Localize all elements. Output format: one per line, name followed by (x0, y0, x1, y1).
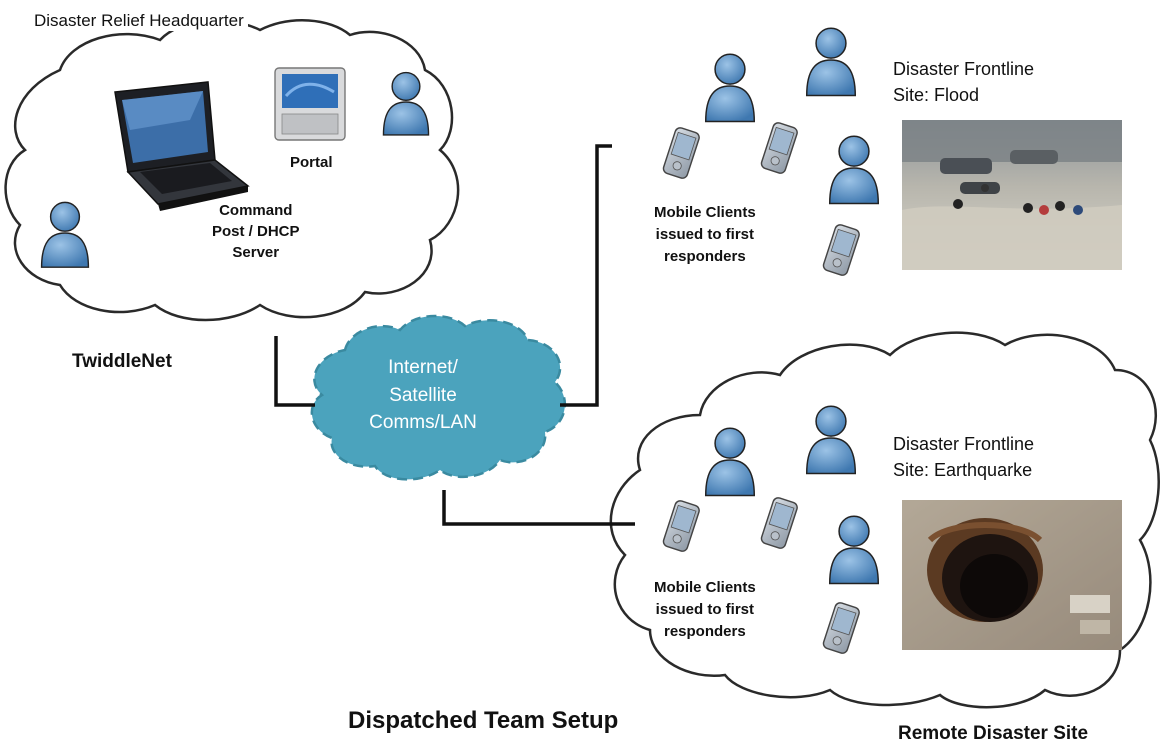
link-hq-to-internet (274, 336, 315, 407)
flood-site-title: Disaster Frontline Site: Flood (893, 56, 1034, 108)
command-post-line: Command (219, 202, 293, 219)
link-internet-to-earthquake (442, 490, 635, 526)
pda-icon (759, 120, 800, 176)
pda-icon (821, 222, 862, 278)
mobile-line: issued to first (655, 225, 755, 243)
command-post-line: Server (232, 244, 280, 261)
person-icon (828, 135, 880, 205)
portal-tablet-icon (274, 67, 346, 141)
mobile-line: Mobile Clients (654, 579, 756, 596)
link-internet-to-flood (560, 144, 612, 407)
internet-cloud (310, 314, 566, 481)
earthquake-title-line: Disaster Frontline (893, 434, 1035, 454)
internet-cloud-line: Internet/ (388, 357, 458, 378)
mobile-line: responders (663, 247, 746, 265)
flood-mobile-clients-label: Mobile Clients issued to first responder… (654, 202, 756, 267)
headquarters-title: Disaster Relief Headquarter (30, 10, 248, 32)
internet-cloud-line: Comms/LAN (369, 412, 477, 434)
mobile-line: issued to first (655, 600, 755, 618)
person-icon (704, 53, 756, 123)
command-post-line: Post / DHCP (212, 223, 300, 240)
earthquake-title-line: Site: Earthquarke (893, 460, 1033, 481)
earthquake-site-title: Disaster Frontline Site: Earthquarke (893, 431, 1034, 483)
remote-site-label: Remote Disaster Site (898, 723, 1089, 744)
dispatched-team-label: Dispatched Team Setup (348, 707, 619, 734)
mobile-line: Mobile Clients (654, 204, 756, 221)
network-name: TwiddleNet (72, 351, 172, 372)
mobile-line: responders (663, 622, 746, 640)
internet-cloud-line: Satellite (389, 384, 457, 406)
flood-title-line: Site: Flood (893, 85, 980, 106)
person-icon (805, 27, 857, 97)
earthquake-mobile-clients-label: Mobile Clients issued to first responder… (654, 577, 756, 642)
internet-cloud-label: Internet/ Satellite Comms/LAN (358, 354, 488, 437)
command-post-label: Command Post / DHCP Server (212, 200, 300, 263)
flood-photo (902, 120, 1122, 270)
flood-title-line: Disaster Frontline (893, 59, 1035, 79)
portal-label: Portal (290, 154, 333, 171)
laptop-icon (114, 81, 250, 211)
headquarters-cloud (4, 19, 460, 322)
earthquake-photo (902, 500, 1122, 650)
pda-icon (661, 125, 702, 181)
